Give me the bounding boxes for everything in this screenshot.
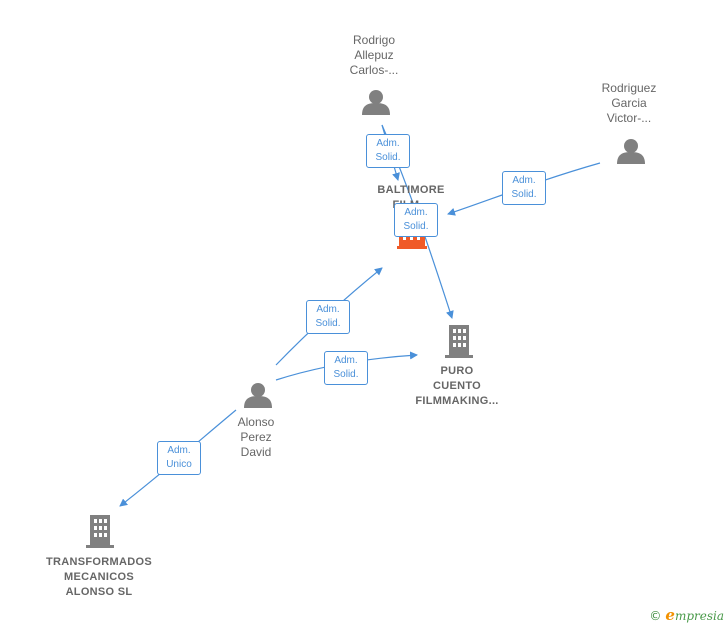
edge-label-line: Solid.	[511, 189, 537, 200]
empresia-logo[interactable]: ©empresia	[649, 606, 724, 624]
node-label-line: TRANSFORMADOS	[46, 556, 152, 568]
edge-label-line: Adm.	[334, 355, 358, 366]
building-icon-transformados[interactable]	[86, 515, 114, 548]
node-label-line: PURO	[440, 365, 474, 377]
node-label-puro-cuento[interactable]: PURO CUENTO FILMMAKING...	[387, 364, 527, 409]
node-label-line: Allepuz	[354, 48, 394, 62]
node-label-line: Rodriguez	[601, 81, 657, 95]
edge-label-line: Solid.	[315, 318, 341, 329]
edge-label-alonso-transformados[interactable]: Adm. Unico	[157, 441, 201, 475]
person-icon-rodriguez-garcia[interactable]	[617, 139, 645, 164]
node-label-line: Rodrigo	[352, 33, 396, 47]
edge-label-line: Adm.	[376, 138, 400, 149]
node-label-line: Victor-...	[606, 111, 652, 125]
edge-label-rodrigo-puro-cuento[interactable]: Adm. Solid.	[394, 203, 438, 237]
edge-label-line: Solid.	[403, 221, 429, 232]
edge-label-line: Unico	[166, 459, 192, 470]
node-label-line: CUENTO	[432, 380, 482, 392]
node-label-line: David	[240, 445, 272, 459]
edge-label-line: Adm.	[316, 304, 340, 315]
node-label-line: ALONSO SL	[65, 586, 133, 598]
edge-label-line: Adm.	[404, 207, 428, 218]
brand-initial: e	[665, 606, 675, 624]
node-label-line: FILMMAKING...	[415, 395, 499, 407]
edge-label-alonso-puro-cuento[interactable]: Adm. Solid.	[324, 351, 368, 385]
building-icon-puro-cuento[interactable]	[445, 325, 473, 358]
node-label-rodrigo-allepuz[interactable]: Rodrigo Allepuz Carlos-...	[304, 33, 444, 78]
node-label-line: Garcia	[611, 96, 647, 110]
edge-label-rodrigo-baltimore[interactable]: Adm. Solid.	[366, 134, 410, 168]
node-label-line: Alonso	[237, 415, 275, 429]
edge-label-line: Adm.	[512, 175, 536, 186]
node-label-line: BALTIMORE	[377, 184, 445, 196]
copyright-symbol: ©	[649, 609, 662, 623]
edge-label-rodriguez-baltimore[interactable]: Adm. Solid.	[502, 171, 546, 205]
node-label-transformados[interactable]: TRANSFORMADOS MECANICOS ALONSO SL	[29, 555, 169, 600]
brand-name: mpresia	[674, 609, 724, 623]
node-label-line: Carlos-...	[349, 63, 399, 77]
edge-label-line: Solid.	[333, 369, 359, 380]
edge-label-line: Solid.	[375, 152, 401, 163]
edge-label-alonso-baltimore[interactable]: Adm. Solid.	[306, 300, 350, 334]
node-label-line: Perez	[240, 430, 272, 444]
person-icon-alonso-perez[interactable]	[244, 383, 272, 408]
node-label-alonso-perez[interactable]: Alonso Perez David	[186, 415, 326, 460]
edge-label-line: Adm.	[167, 445, 191, 456]
person-icon-rodrigo-allepuz[interactable]	[362, 90, 390, 115]
node-label-line: MECANICOS	[64, 571, 134, 583]
node-label-rodriguez-garcia[interactable]: Rodriguez Garcia Victor-...	[559, 81, 699, 126]
